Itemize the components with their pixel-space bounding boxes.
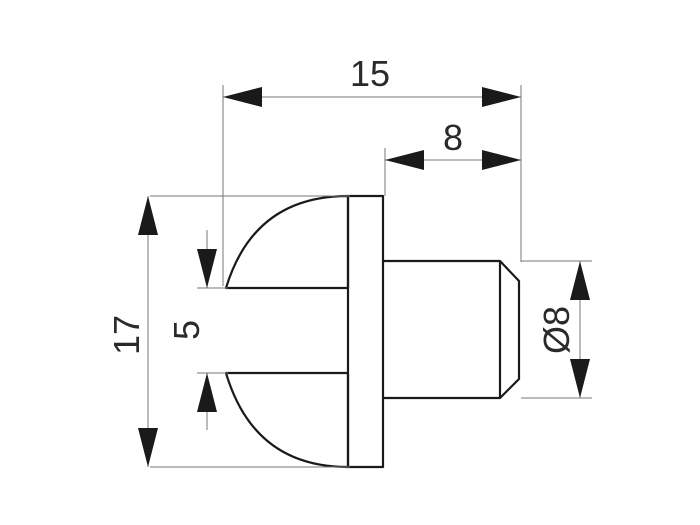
arrow-up-icon <box>197 373 217 412</box>
dimension-slot-width: 5 <box>166 230 217 430</box>
dimension-label-17: 17 <box>106 315 147 355</box>
dimension-label-8: 8 <box>443 117 463 158</box>
arrow-left-icon <box>385 150 424 170</box>
arrow-down-icon <box>570 359 590 398</box>
arrow-down-icon <box>138 428 158 467</box>
head-dome-upper <box>224 194 350 290</box>
dimension-label-diameter-8: Ø8 <box>536 306 577 354</box>
dimension-label-15: 15 <box>350 53 390 94</box>
dimension-pin-diameter: Ø8 <box>536 261 590 398</box>
dimension-label-5: 5 <box>166 320 207 340</box>
arrow-up-icon <box>570 261 590 300</box>
arrow-right-icon <box>482 150 521 170</box>
dimension-head-height: 17 <box>106 196 158 467</box>
head-dome-lower <box>224 371 350 469</box>
dimension-overall-length: 15 <box>223 53 521 107</box>
arrow-down-icon <box>197 249 217 288</box>
pin-body <box>383 259 521 400</box>
flange <box>346 194 385 469</box>
part-outline <box>224 194 521 469</box>
dimension-pin-length: 8 <box>385 117 521 170</box>
arrow-left-icon <box>223 87 262 107</box>
arrow-up-icon <box>138 196 158 235</box>
arrow-right-icon <box>482 87 521 107</box>
